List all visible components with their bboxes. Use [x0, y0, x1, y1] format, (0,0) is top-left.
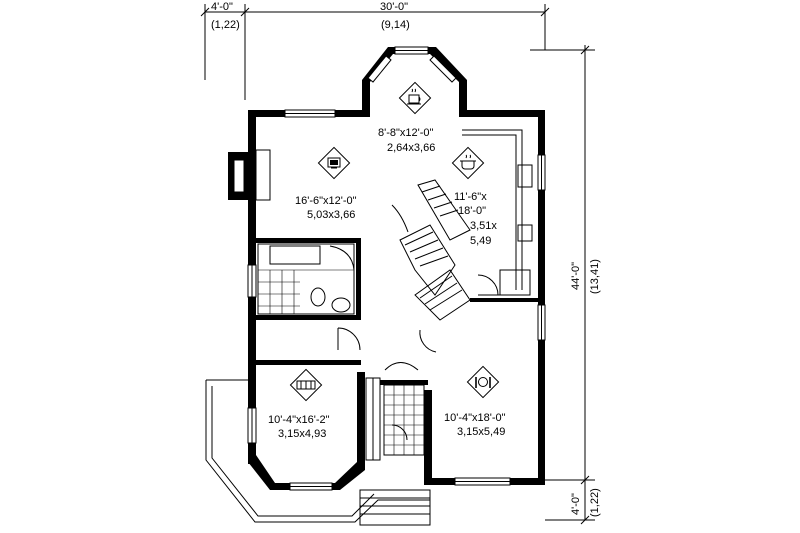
room-label-bedroom: 10'-4"x16'-2" 3,15x4,93 [268, 414, 330, 440]
staircase [391, 179, 471, 321]
dim-top-left-metric: (1,22) [211, 19, 240, 31]
bedroom-size-imperial: 10'-4"x16'-2" [268, 414, 330, 426]
porch [205, 379, 431, 526]
interior-walls [256, 238, 545, 385]
room-icon-living [317, 146, 351, 180]
room-label-living: 16'-6"x12'-0" 5,03x3,66 [295, 195, 357, 221]
living-size-imperial: 16'-6"x12'-0" [295, 195, 357, 207]
kitchen-counters [462, 129, 533, 296]
dim-right-main-imperial: 44'-0" [570, 262, 582, 290]
kitchen-sink-icon [517, 224, 533, 242]
dimension-right: 44'-0" (13,41) 4'-0" (1,22) [530, 45, 601, 525]
dining-size-metric: 3,15x5,49 [457, 426, 505, 438]
dimension-top: 4'-0" (1,22) 30'-0" (9,14) [200, 1, 550, 100]
coffee-cup-icon [407, 88, 421, 105]
television-icon [327, 157, 341, 169]
windows [247, 46, 546, 491]
room-label-kitchen: 11'-6"x 18'-0" 3,51x 5,49 [454, 191, 497, 247]
place-setting-icon [475, 377, 491, 388]
room-label-breakfast: 8'-8"x12'-0" 2,64x3,66 [378, 127, 435, 154]
room-icon-bedroom [289, 368, 323, 402]
sink-icon [331, 297, 351, 313]
entry-foyer [365, 377, 425, 461]
fireplace [228, 149, 271, 201]
dining-size-imperial: 10'-4"x18'-0" [444, 412, 506, 424]
living-size-metric: 5,03x3,66 [307, 209, 355, 221]
kitchen-size-line2: 18'-0" [458, 205, 486, 217]
breakfast-size-metric: 2,64x3,66 [387, 142, 435, 154]
kitchen-size-line1: 11'-6"x [454, 191, 487, 203]
dim-right-main-metric: (13,41) [589, 259, 601, 294]
dim-right-small-metric: (1,22) [589, 488, 601, 517]
room-label-dining: 10'-4"x18'-0" 3,15x5,49 [444, 412, 506, 438]
room-icon-dining [466, 365, 500, 399]
dim-top-left-imperial: 4'-0" [211, 1, 233, 13]
kitchen-size-line4: 5,49 [470, 235, 491, 247]
doors [337, 327, 437, 441]
room-icon-kitchen [451, 146, 485, 180]
bedroom-size-metric: 3,15x4,93 [278, 428, 326, 440]
toilet-icon [310, 287, 326, 307]
bathroom [257, 243, 355, 315]
cooking-pot-icon [460, 154, 476, 170]
kitchen-size-line3: 3,51x [470, 220, 497, 232]
breakfast-size-imperial: 8'-8"x12'-0" [378, 127, 434, 139]
dim-right-small-imperial: 4'-0" [570, 493, 582, 515]
room-icon-breakfast [398, 81, 432, 115]
dim-top-main-imperial: 30'-0" [380, 1, 408, 13]
stove-icon [517, 164, 533, 188]
dim-top-main-metric: (9,14) [381, 19, 410, 31]
bed-icon [296, 380, 316, 390]
